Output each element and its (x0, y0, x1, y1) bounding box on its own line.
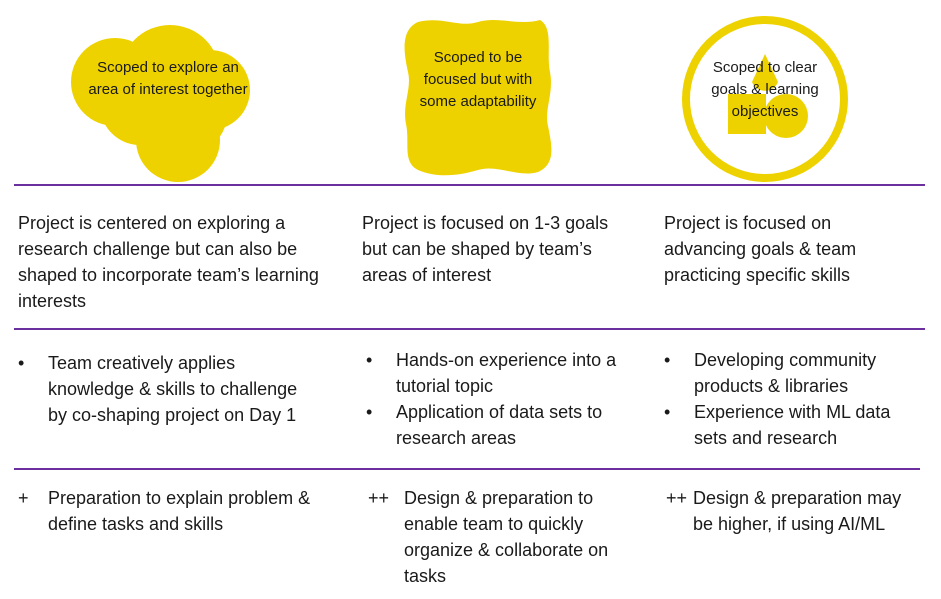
shape-label-explore: Scoped to explore an area of interest to… (88, 59, 248, 98)
benefits-list-explore: Team creatively applies knowledge & skil… (18, 350, 298, 428)
note-text: Design & preparation to enable team to q… (404, 488, 609, 586)
note-clear-goals: ++ Design & preparation may be higher, i… (666, 485, 916, 537)
note-marker: ++ (368, 488, 390, 508)
benefits-list-clear-goals: Developing community products & librarie… (664, 347, 926, 451)
list-item: Application of data sets to research are… (366, 399, 631, 451)
shape-label-clear-goals: Scoped to clear goals & learning objecti… (711, 59, 819, 120)
note-marker: + (18, 488, 29, 508)
description-focused: Project is focused on 1-3 goals but can … (362, 213, 609, 285)
list-item: Developing community products & librarie… (664, 347, 926, 399)
divider-bottom (14, 468, 920, 470)
benefits-list-focused: Hands-on experience into a tutorial topi… (366, 347, 631, 451)
divider-middle (14, 328, 925, 330)
note-focused: ++ Design & preparation to enable team t… (368, 485, 630, 589)
description-explore: Project is centered on exploring a resea… (18, 213, 319, 311)
note-text: Preparation to explain problem & define … (48, 488, 311, 534)
shape-label-focused: Scoped to be focused but with some adapt… (419, 49, 537, 110)
wavy-blob-icon (404, 20, 552, 176)
note-marker: ++ (666, 488, 688, 508)
cloud-blob-icon (71, 25, 250, 182)
list-item: Hands-on experience into a tutorial topi… (366, 347, 631, 399)
list-item: Experience with ML data sets and researc… (664, 399, 926, 451)
note-explore: + Preparation to explain problem & defin… (18, 485, 348, 537)
divider-top (14, 184, 925, 186)
list-item: Team creatively applies knowledge & skil… (18, 350, 298, 428)
circle-shapes-icon (682, 16, 848, 182)
note-text: Design & preparation may be higher, if u… (693, 488, 902, 534)
description-clear-goals: Project is focused on advancing goals & … (664, 213, 857, 285)
